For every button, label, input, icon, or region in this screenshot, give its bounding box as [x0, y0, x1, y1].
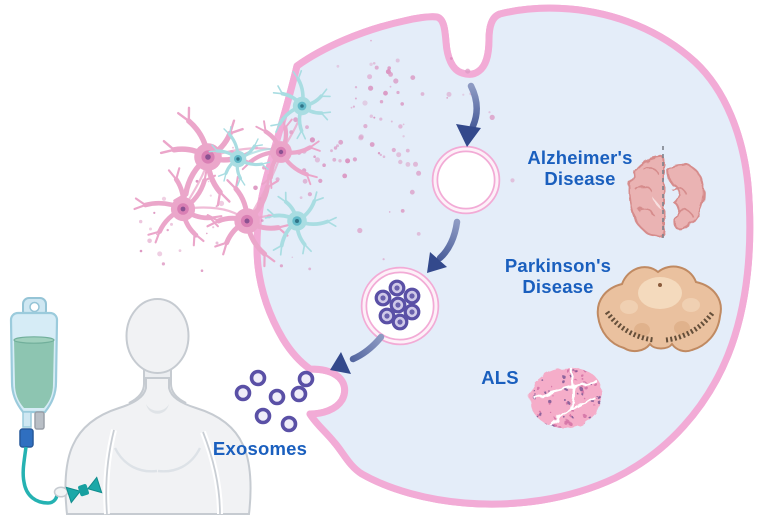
teal-neuron — [264, 191, 337, 256]
intraluminal-vesicles — [374, 279, 421, 331]
multivesicular-body-icon — [360, 266, 440, 346]
parkinsons-midbrain-section-icon — [596, 265, 722, 353]
teal-neuron — [270, 70, 332, 140]
patient-body — [64, 377, 252, 515]
arrow-to-membrane-icon — [330, 333, 385, 374]
exosomes-label: Exosomes — [212, 438, 308, 459]
alzheimers-disease-label: Alzheimer's Disease — [527, 147, 633, 189]
pink-neuron — [133, 167, 223, 247]
iv-fluid — [14, 340, 54, 408]
patient-head — [125, 298, 190, 374]
exosome-particles-icon — [234, 369, 315, 433]
iv-infusion-bag-icon — [9, 297, 59, 448]
neuron-cluster-icon — [133, 70, 337, 268]
iv-clamp — [19, 428, 34, 448]
parkinsons-disease-label: Parkinson's Disease — [504, 255, 612, 297]
als-label: ALS — [481, 367, 519, 388]
cell-membrane-icon — [257, 8, 750, 504]
pink-neuron — [239, 116, 321, 189]
early-endosome-icon — [431, 145, 501, 215]
arrow-down-left-icon — [427, 218, 461, 273]
als-tissue-section-icon — [529, 367, 602, 429]
teal-neuron — [208, 126, 271, 187]
pink-neuron — [206, 173, 292, 268]
arrow-down-icon — [456, 82, 481, 147]
alzheimers-brain-section-icon — [628, 146, 705, 238]
iv-catheter-icon — [65, 476, 103, 504]
patient-torso-icon — [64, 298, 252, 515]
